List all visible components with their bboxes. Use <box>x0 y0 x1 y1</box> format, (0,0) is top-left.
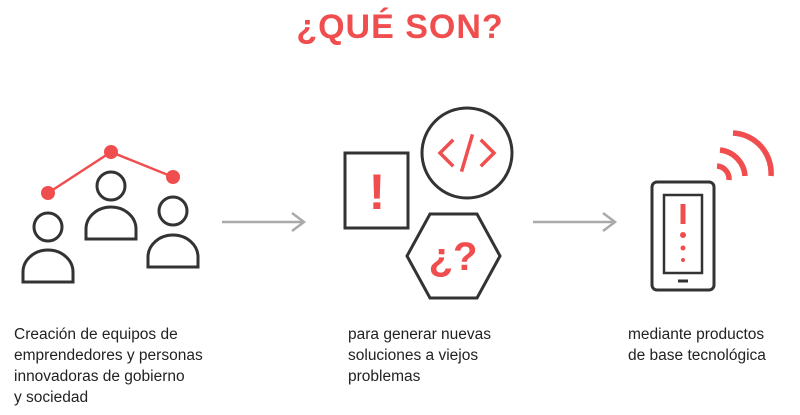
phone-screen <box>662 193 704 275</box>
phone-body <box>650 180 716 292</box>
network-node-left <box>41 186 55 200</box>
exclamation-mark: ! <box>369 164 386 220</box>
wifi-signal-icon <box>716 130 774 181</box>
phone-alert-dot <box>680 245 686 251</box>
person-body-center <box>84 205 138 241</box>
code-circle-icon <box>420 106 514 200</box>
person-head-left <box>32 211 64 243</box>
page-title: ¿QUÉ SON? <box>296 8 504 46</box>
phone-alert-dot <box>680 232 686 238</box>
people-network-icon <box>21 145 200 284</box>
problems-code-question-icon <box>343 106 514 300</box>
problem-card-icon <box>343 151 410 230</box>
network-node-right <box>166 170 180 184</box>
person-head-center <box>95 170 127 202</box>
arrow-right-icon <box>533 212 618 232</box>
question-marks: ¿? <box>429 235 478 279</box>
step-3-caption: mediante productos de base tecnológica <box>628 326 766 364</box>
person-body-right <box>146 233 200 269</box>
phone-alert-dot <box>681 258 685 262</box>
mobile-signal-icon <box>650 130 774 292</box>
question-hexagon-icon <box>405 212 502 300</box>
step-1-caption: Creación de equipos de emprendedores y p… <box>14 326 203 406</box>
person-body-left <box>21 248 75 284</box>
step-2-caption: para generar nuevas soluciones a viejos … <box>348 326 492 385</box>
network-node-center <box>104 145 118 159</box>
arrow-right-icon <box>222 212 307 232</box>
person-head-right <box>157 195 189 227</box>
code-brackets-icon <box>437 133 497 173</box>
